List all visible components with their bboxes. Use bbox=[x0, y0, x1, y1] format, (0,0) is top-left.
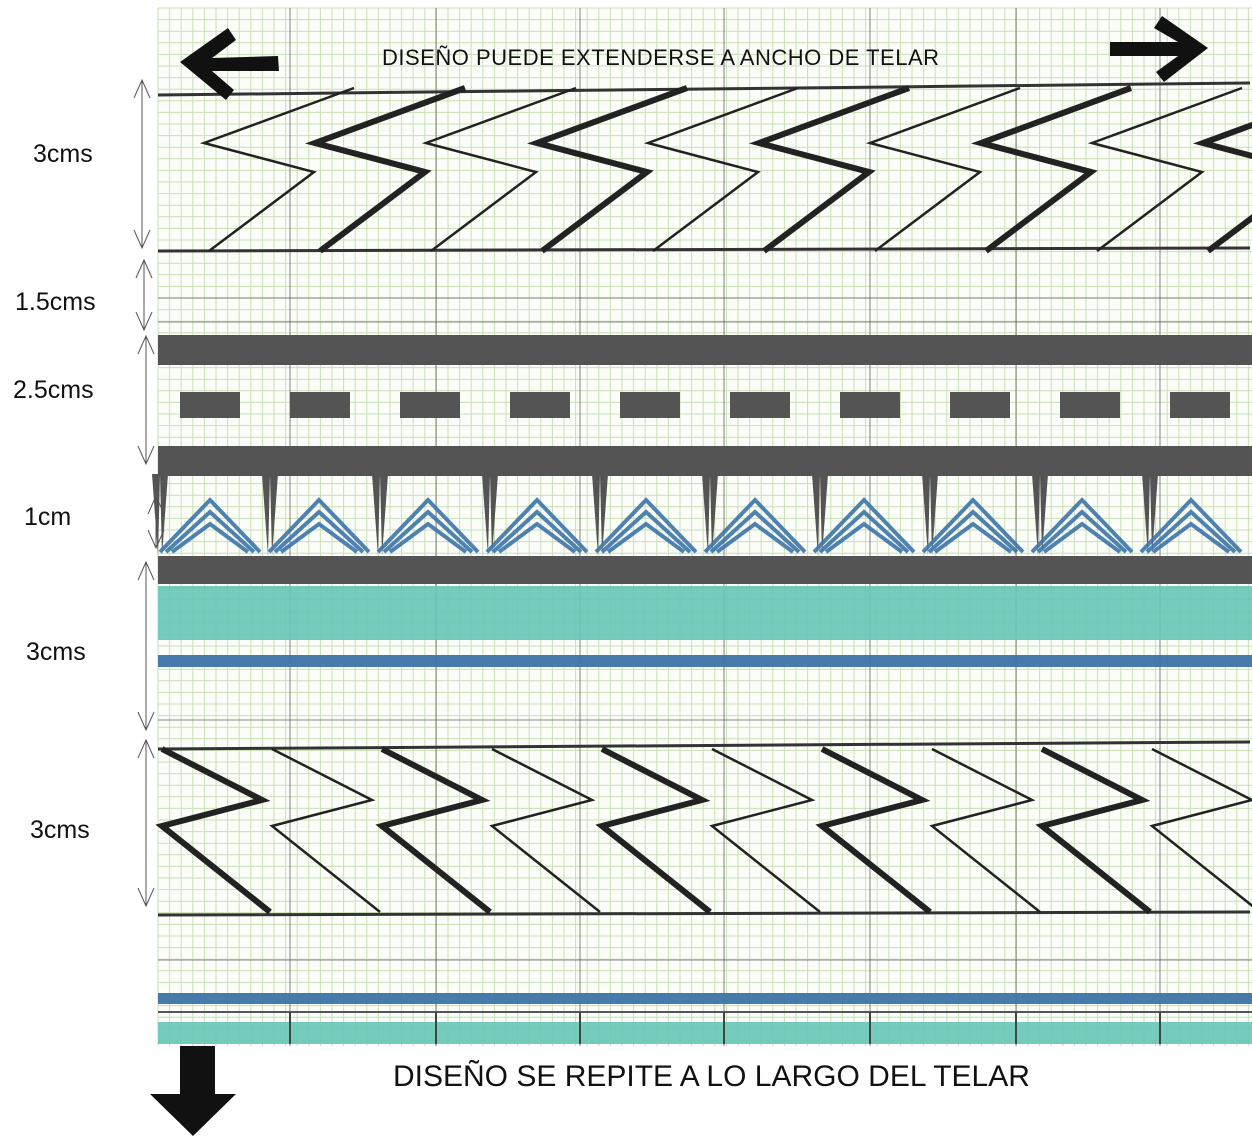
arrow-down-icon bbox=[150, 1046, 236, 1136]
zigzag-band-top bbox=[157, 81, 1252, 254]
band-size-label: 1.5cms bbox=[15, 288, 96, 316]
width-note: DISEÑO PUEDE EXTENDERSE A ANCHO DE TELAR bbox=[382, 45, 940, 70]
arrow-left-icon bbox=[180, 28, 279, 100]
dash-band bbox=[158, 335, 1252, 418]
bottom-stripes bbox=[158, 993, 1252, 1044]
zigzag-band-bottom bbox=[155, 740, 1252, 917]
band-size-label: 1cm bbox=[24, 503, 72, 531]
arrow-right-icon bbox=[1110, 16, 1208, 82]
band-size-label: 3cms bbox=[30, 816, 90, 844]
band-size-label: 3cms bbox=[33, 140, 93, 168]
length-note: DISEÑO SE REPITE A LO LARGO DEL TELAR bbox=[393, 1060, 1030, 1093]
teal-band bbox=[158, 586, 1252, 667]
dimension-markers bbox=[133, 78, 165, 908]
band-size-label: 2.5cms bbox=[13, 376, 94, 404]
band-size-label: 3cms bbox=[26, 638, 86, 666]
chevron-band bbox=[152, 446, 1252, 584]
